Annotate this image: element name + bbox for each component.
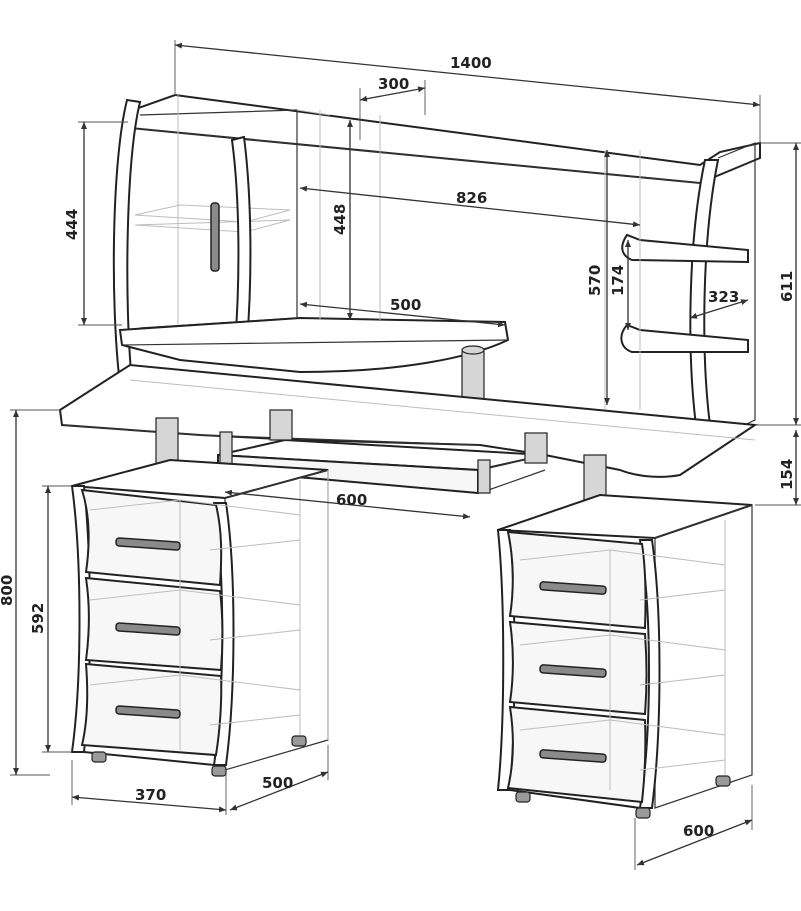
left-drawer-2 [84, 576, 224, 672]
dim-desk-depth: 600 [683, 822, 714, 840]
right-foot-2-icon [635, 807, 651, 819]
dim-keyboard-tray-width: 600 [336, 491, 367, 509]
left-pedestal [70, 458, 329, 777]
right-drawer-1-handle-icon [539, 581, 607, 595]
right-pedestal [496, 493, 753, 819]
dim-pedestal-width: 370 [135, 786, 166, 804]
dim-desktop-clearance: 154 [778, 459, 796, 490]
right-foot-1-icon [515, 791, 531, 803]
door-handle-icon [210, 202, 220, 272]
dimension-labels: 1400 300 444 448 826 500 570 174 323 611… [0, 54, 796, 840]
right-drawer-2-handle-icon [539, 664, 607, 678]
right-drawer-1 [506, 530, 647, 630]
right-foot-3-icon [715, 775, 731, 787]
dim-desk-height: 800 [0, 575, 16, 606]
dim-shelf-width: 500 [390, 296, 421, 314]
left-drawer-1-handle-icon [115, 537, 181, 551]
dim-side-unit-depth: 323 [708, 288, 739, 306]
dim-side-shelf-spacing: 174 [609, 265, 627, 296]
left-foot-2-icon [211, 765, 227, 777]
left-drawer-3-handle-icon [115, 705, 181, 719]
dim-niche-height: 448 [331, 204, 349, 235]
dimension-lines [10, 40, 801, 870]
desktop [58, 363, 758, 532]
left-drawer-1 [80, 488, 223, 587]
dim-total-width: 1400 [450, 54, 492, 72]
dim-superstructure-offset: 300 [378, 75, 409, 93]
dim-superstructure-height: 611 [778, 271, 796, 302]
dim-left-cabinet-height: 444 [63, 209, 81, 240]
dim-niche-width: 826 [456, 189, 487, 207]
dim-pedestal-height: 592 [29, 603, 47, 634]
left-drawer-2-handle-icon [115, 622, 181, 636]
right-drawer-3-handle-icon [539, 749, 607, 763]
dim-pedestal-depth: 500 [262, 774, 293, 792]
left-foot-1-icon [91, 751, 107, 763]
left-foot-3-icon [291, 735, 307, 747]
dim-side-unit-height: 570 [586, 265, 604, 296]
